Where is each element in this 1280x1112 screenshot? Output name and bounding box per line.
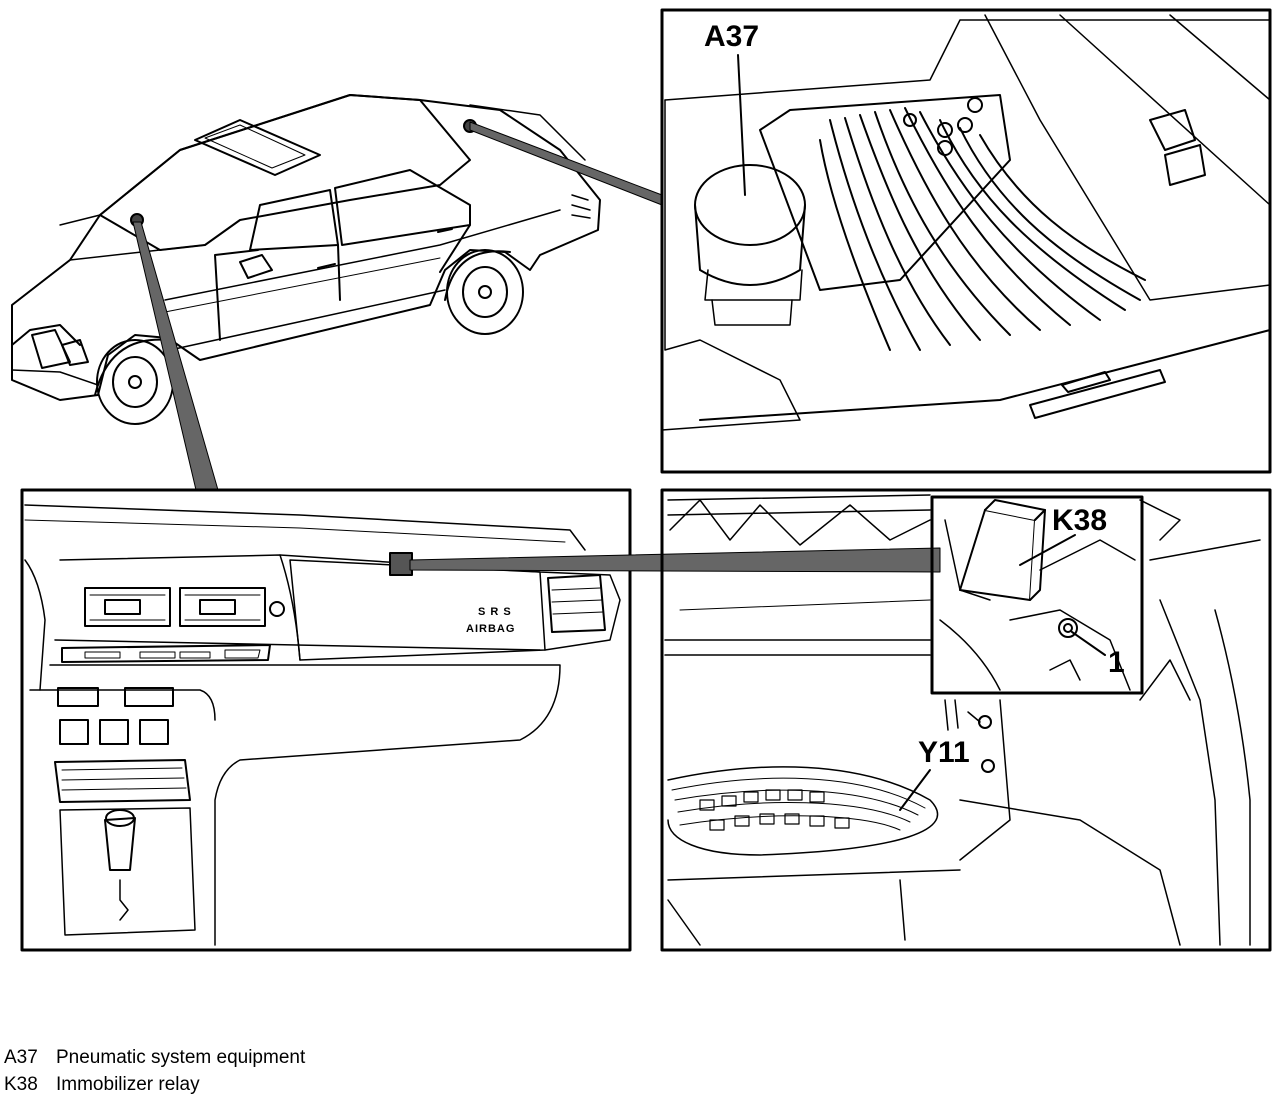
panel-trunk-a37: A37 (660, 8, 1272, 474)
legend: A37 Pneumatic system equipment K38 Immobil… (4, 1044, 305, 1098)
label-k38: K38 (1052, 504, 1107, 537)
legend-row-a37: A37 Pneumatic system equipment (4, 1044, 305, 1071)
leader-trunk (469, 121, 663, 206)
legend-row-k38: K38 Immobilizer relay (4, 1071, 305, 1098)
leader-y11 (899, 769, 931, 811)
leader-k38-label (1019, 534, 1076, 566)
label-a37: A37 (704, 20, 759, 53)
leader-a37 (737, 54, 746, 196)
legend-description: Pneumatic system equipment (56, 1047, 306, 1068)
legend-code: K38 (4, 1074, 38, 1095)
locator-diagram: A37 (11, 8, 1272, 952)
panel-dashboard: S R S AIRBAG (20, 488, 632, 952)
k38-detail-box (930, 495, 1144, 695)
leader-k38 (409, 547, 941, 573)
label-y11: Y11 (918, 736, 970, 769)
label-airbag: AIRBAG (466, 623, 515, 635)
legend-description: Immobilizer relay (56, 1074, 200, 1095)
leader-pin-1 (1071, 631, 1106, 656)
panel-relay-k38: K38 1 Y11 (660, 488, 1272, 952)
label-pin-1: 1 (1108, 646, 1125, 679)
label-srs: S R S (478, 606, 512, 618)
legend-code: A37 (4, 1047, 38, 1068)
k38-location-marker (389, 552, 413, 576)
leader-dashboard (132, 221, 219, 491)
